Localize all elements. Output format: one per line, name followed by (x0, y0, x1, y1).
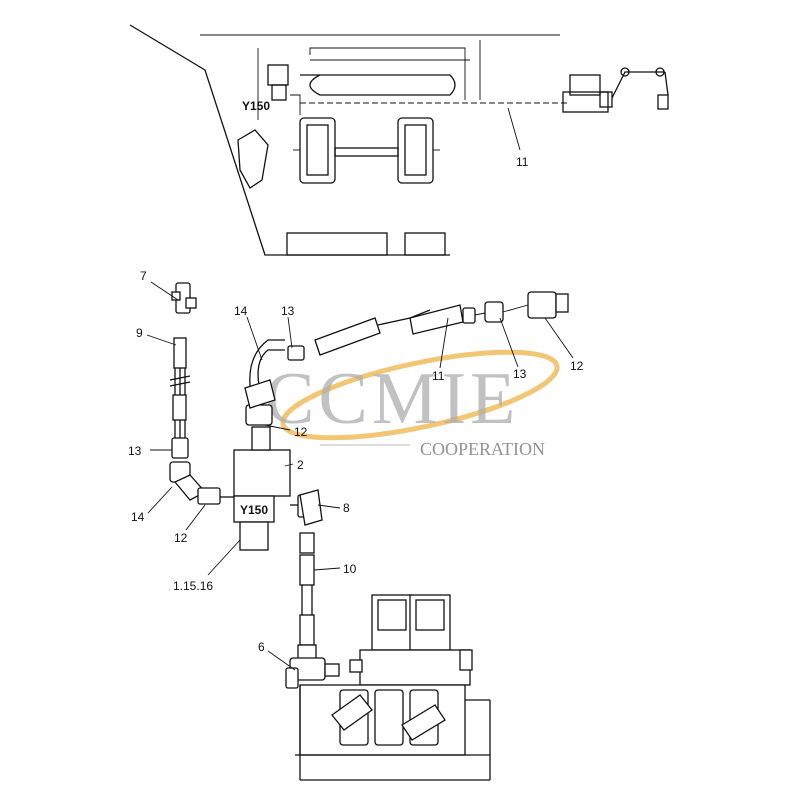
top-view: Y150 11 (129, 24, 669, 256)
side-bracket (237, 129, 269, 189)
bottom-panel-left (286, 232, 388, 256)
callout-7: 7 (140, 269, 147, 283)
watermark-swoosh (280, 349, 560, 441)
callout-14-left: 14 (131, 510, 145, 524)
control-valve-block (295, 594, 491, 781)
tv-callout-11: 11 (516, 155, 529, 169)
callout-13-right: 13 (513, 367, 527, 381)
hose-frame (309, 47, 466, 100)
callout-12-left: 12 (174, 531, 188, 545)
callout-12-mid: 12 (294, 425, 308, 439)
hose-drop (290, 94, 301, 115)
valve-coil (271, 84, 287, 101)
watermark-subtitle: COOPERATION (420, 439, 545, 459)
top-y150-label: Y150 (242, 99, 270, 113)
callout-14-top: 14 (234, 304, 248, 318)
watermark-brand: CCMIE (265, 358, 519, 440)
left-hose-assembly (169, 282, 235, 505)
callout-1-15-16: 1.15.16 (173, 579, 213, 593)
callouts: 7 9 13 14 12 14 13 12 2 11 13 12 8 10 1.… (128, 269, 584, 654)
ccmie-watermark: CCMIE COOPERATION (265, 349, 560, 459)
frame-outline (129, 24, 450, 256)
callout-13-left: 13 (128, 444, 142, 458)
tv-leader-11 (507, 107, 521, 151)
callout-6: 6 (258, 640, 265, 654)
callout-9: 9 (136, 326, 143, 340)
leader-lines (146, 281, 574, 671)
axle-assembly (293, 117, 440, 184)
callout-10: 10 (343, 562, 357, 576)
callout-13-top: 13 (281, 304, 295, 318)
t-fitting (285, 657, 340, 689)
valve-y150: Y150 (233, 339, 291, 551)
detail-y150-label: Y150 (240, 503, 268, 517)
main-hose-assembly (287, 291, 569, 361)
callout-12-right: 12 (570, 359, 584, 373)
callout-11: 11 (432, 369, 445, 383)
callout-2: 2 (297, 458, 304, 472)
valve-block (267, 64, 289, 86)
hose-loop (300, 74, 456, 96)
pump-unit (562, 67, 669, 113)
detail-view: Y150 (128, 269, 584, 781)
callout-8: 8 (343, 501, 350, 515)
right-hose-assembly (290, 489, 323, 661)
bottom-panel-right (404, 232, 446, 256)
